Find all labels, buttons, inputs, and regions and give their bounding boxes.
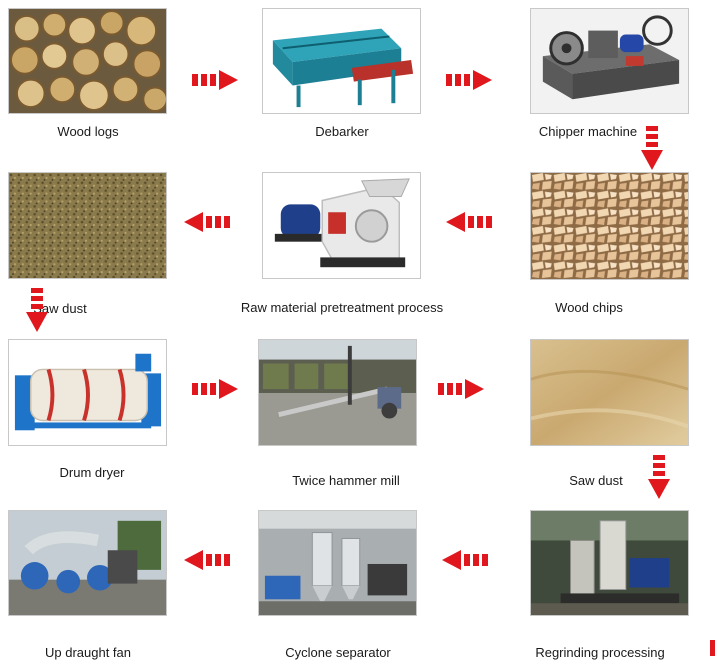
arrow-down-icon bbox=[648, 455, 670, 499]
arrow-left-icon bbox=[446, 212, 492, 232]
step-label: Wood logs bbox=[57, 124, 119, 139]
up-draught-fan-photo bbox=[8, 510, 167, 616]
fine-saw-dust-photo bbox=[530, 339, 689, 446]
arrow-down-icon bbox=[641, 126, 663, 170]
step-label: Raw material pretreatment process bbox=[240, 300, 444, 315]
arrow-left-icon bbox=[184, 212, 230, 232]
cyclone-separator-photo bbox=[258, 510, 417, 616]
arrow-right-icon bbox=[192, 379, 238, 399]
drum-dryer-photo bbox=[8, 339, 167, 446]
step-label: Wood chips bbox=[555, 300, 623, 315]
step-label: Chipper machine bbox=[538, 124, 638, 139]
regrinding-photo bbox=[530, 510, 689, 616]
arrow-left-icon bbox=[442, 550, 488, 570]
arrow-right-icon bbox=[446, 70, 492, 90]
step-label: Saw dust bbox=[569, 473, 623, 488]
step-label: Debarker bbox=[315, 124, 369, 139]
chipper-machine-photo bbox=[530, 8, 689, 114]
arrow-right-icon bbox=[192, 70, 238, 90]
step-label: Regrinding processing bbox=[535, 645, 665, 660]
hammer-mill-photo bbox=[262, 172, 421, 279]
step-label: Up draught fan bbox=[44, 645, 132, 660]
wood-chips-photo bbox=[530, 172, 689, 280]
arrow-right-icon bbox=[438, 379, 484, 399]
edge-marker bbox=[710, 640, 715, 656]
arrow-down-icon bbox=[26, 288, 48, 332]
wood-logs-photo bbox=[8, 8, 167, 114]
debarker-photo bbox=[262, 8, 421, 114]
twice-hammer-mill-photo bbox=[258, 339, 417, 446]
saw-dust-photo bbox=[8, 172, 167, 279]
arrow-left-icon bbox=[184, 550, 230, 570]
step-label: Twice hammer mill bbox=[292, 473, 400, 488]
step-label: Cyclone separator bbox=[285, 645, 391, 660]
step-label: Drum dryer bbox=[59, 465, 125, 480]
